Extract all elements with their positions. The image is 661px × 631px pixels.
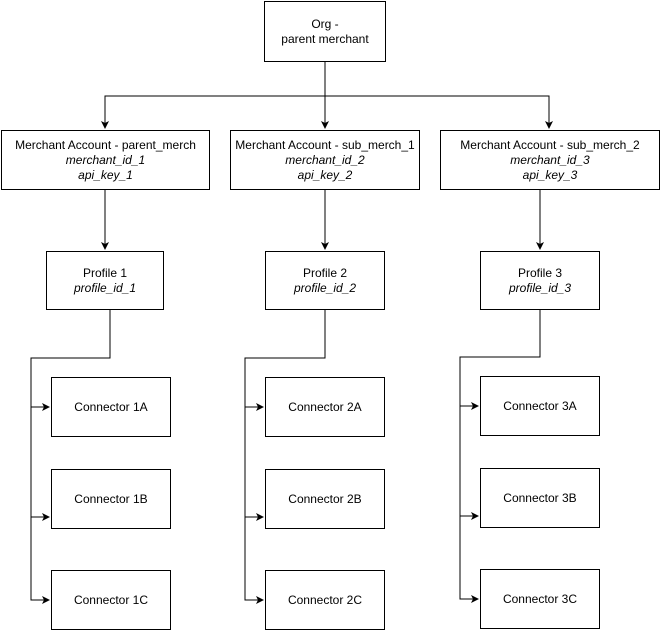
merchant-account-title: Merchant Account - sub_merch_2	[460, 137, 640, 152]
connector-label: Connector 2C	[287, 592, 363, 607]
connector-node-3c: Connector 3C	[480, 569, 600, 629]
edge-p2-to-c2a	[244, 310, 326, 411]
merchant-id: merchant_id_1	[65, 152, 146, 167]
edge-org-to-ma3	[325, 95, 553, 129]
org-label-line2: parent merchant	[281, 31, 369, 46]
profile-node-2: Profile 2 profile_id_2	[265, 251, 385, 310]
merchant-account-title: Merchant Account - sub_merch_1	[235, 137, 415, 152]
edge-p1-to-c1b	[30, 407, 50, 521]
profile-node-1: Profile 1 profile_id_1	[46, 251, 164, 310]
profile-title: Profile 1	[82, 265, 128, 280]
api-key: api_key_2	[297, 167, 353, 182]
edge-p2-to-c2b	[244, 407, 264, 521]
connector-label: Connector 1B	[74, 491, 148, 506]
profile-title: Profile 2	[302, 265, 348, 280]
connector-node-3a: Connector 3A	[480, 376, 600, 436]
edge-org-to-ma1	[101, 62, 326, 129]
merchant-account-node-2: Merchant Account - sub_merch_1 merchant_…	[230, 130, 420, 190]
edge-p1-to-c1c	[30, 517, 50, 604]
edge-p3-to-c3a	[459, 310, 541, 410]
edge-p1-to-c1a	[30, 310, 111, 411]
connector-label: Connector 1A	[74, 399, 148, 414]
profile-title: Profile 3	[517, 265, 563, 280]
connector-label: Connector 2B	[288, 491, 362, 506]
connector-label: Connector 3C	[502, 591, 578, 606]
profile-node-3: Profile 3 profile_id_3	[480, 251, 600, 310]
connector-label: Connector 3A	[503, 398, 577, 413]
edge-p3-to-c3b	[459, 406, 479, 520]
merchant-account-node-1: Merchant Account - parent_merch merchant…	[1, 130, 210, 190]
connector-label: Connector 2A	[288, 399, 362, 414]
profile-id: profile_id_3	[508, 280, 572, 295]
merchant-account-node-3: Merchant Account - sub_merch_2 merchant_…	[440, 130, 660, 190]
connector-label: Connector 1C	[73, 592, 149, 607]
org-label-line1: Org -	[311, 16, 339, 31]
connector-node-2a: Connector 2A	[265, 377, 385, 437]
api-key: api_key_3	[522, 167, 578, 182]
profile-id: profile_id_2	[293, 280, 357, 295]
merchant-id: merchant_id_2	[285, 152, 365, 167]
api-key: api_key_1	[78, 167, 133, 182]
connector-label: Connector 3B	[503, 490, 577, 505]
connector-node-1c: Connector 1C	[51, 570, 171, 630]
edge-p3-to-c3c	[459, 516, 479, 603]
connector-node-3b: Connector 3B	[480, 468, 600, 528]
org-node: Org - parent merchant	[264, 1, 386, 62]
connector-node-2b: Connector 2B	[265, 469, 385, 529]
profile-id: profile_id_1	[73, 280, 137, 295]
connector-node-1a: Connector 1A	[51, 377, 171, 437]
edge-p2-to-c2c	[244, 517, 264, 604]
connector-node-2c: Connector 2C	[265, 570, 385, 630]
merchant-id: merchant_id_3	[510, 152, 590, 167]
connector-node-1b: Connector 1B	[51, 469, 171, 529]
merchant-account-title: Merchant Account - parent_merch	[15, 137, 196, 152]
